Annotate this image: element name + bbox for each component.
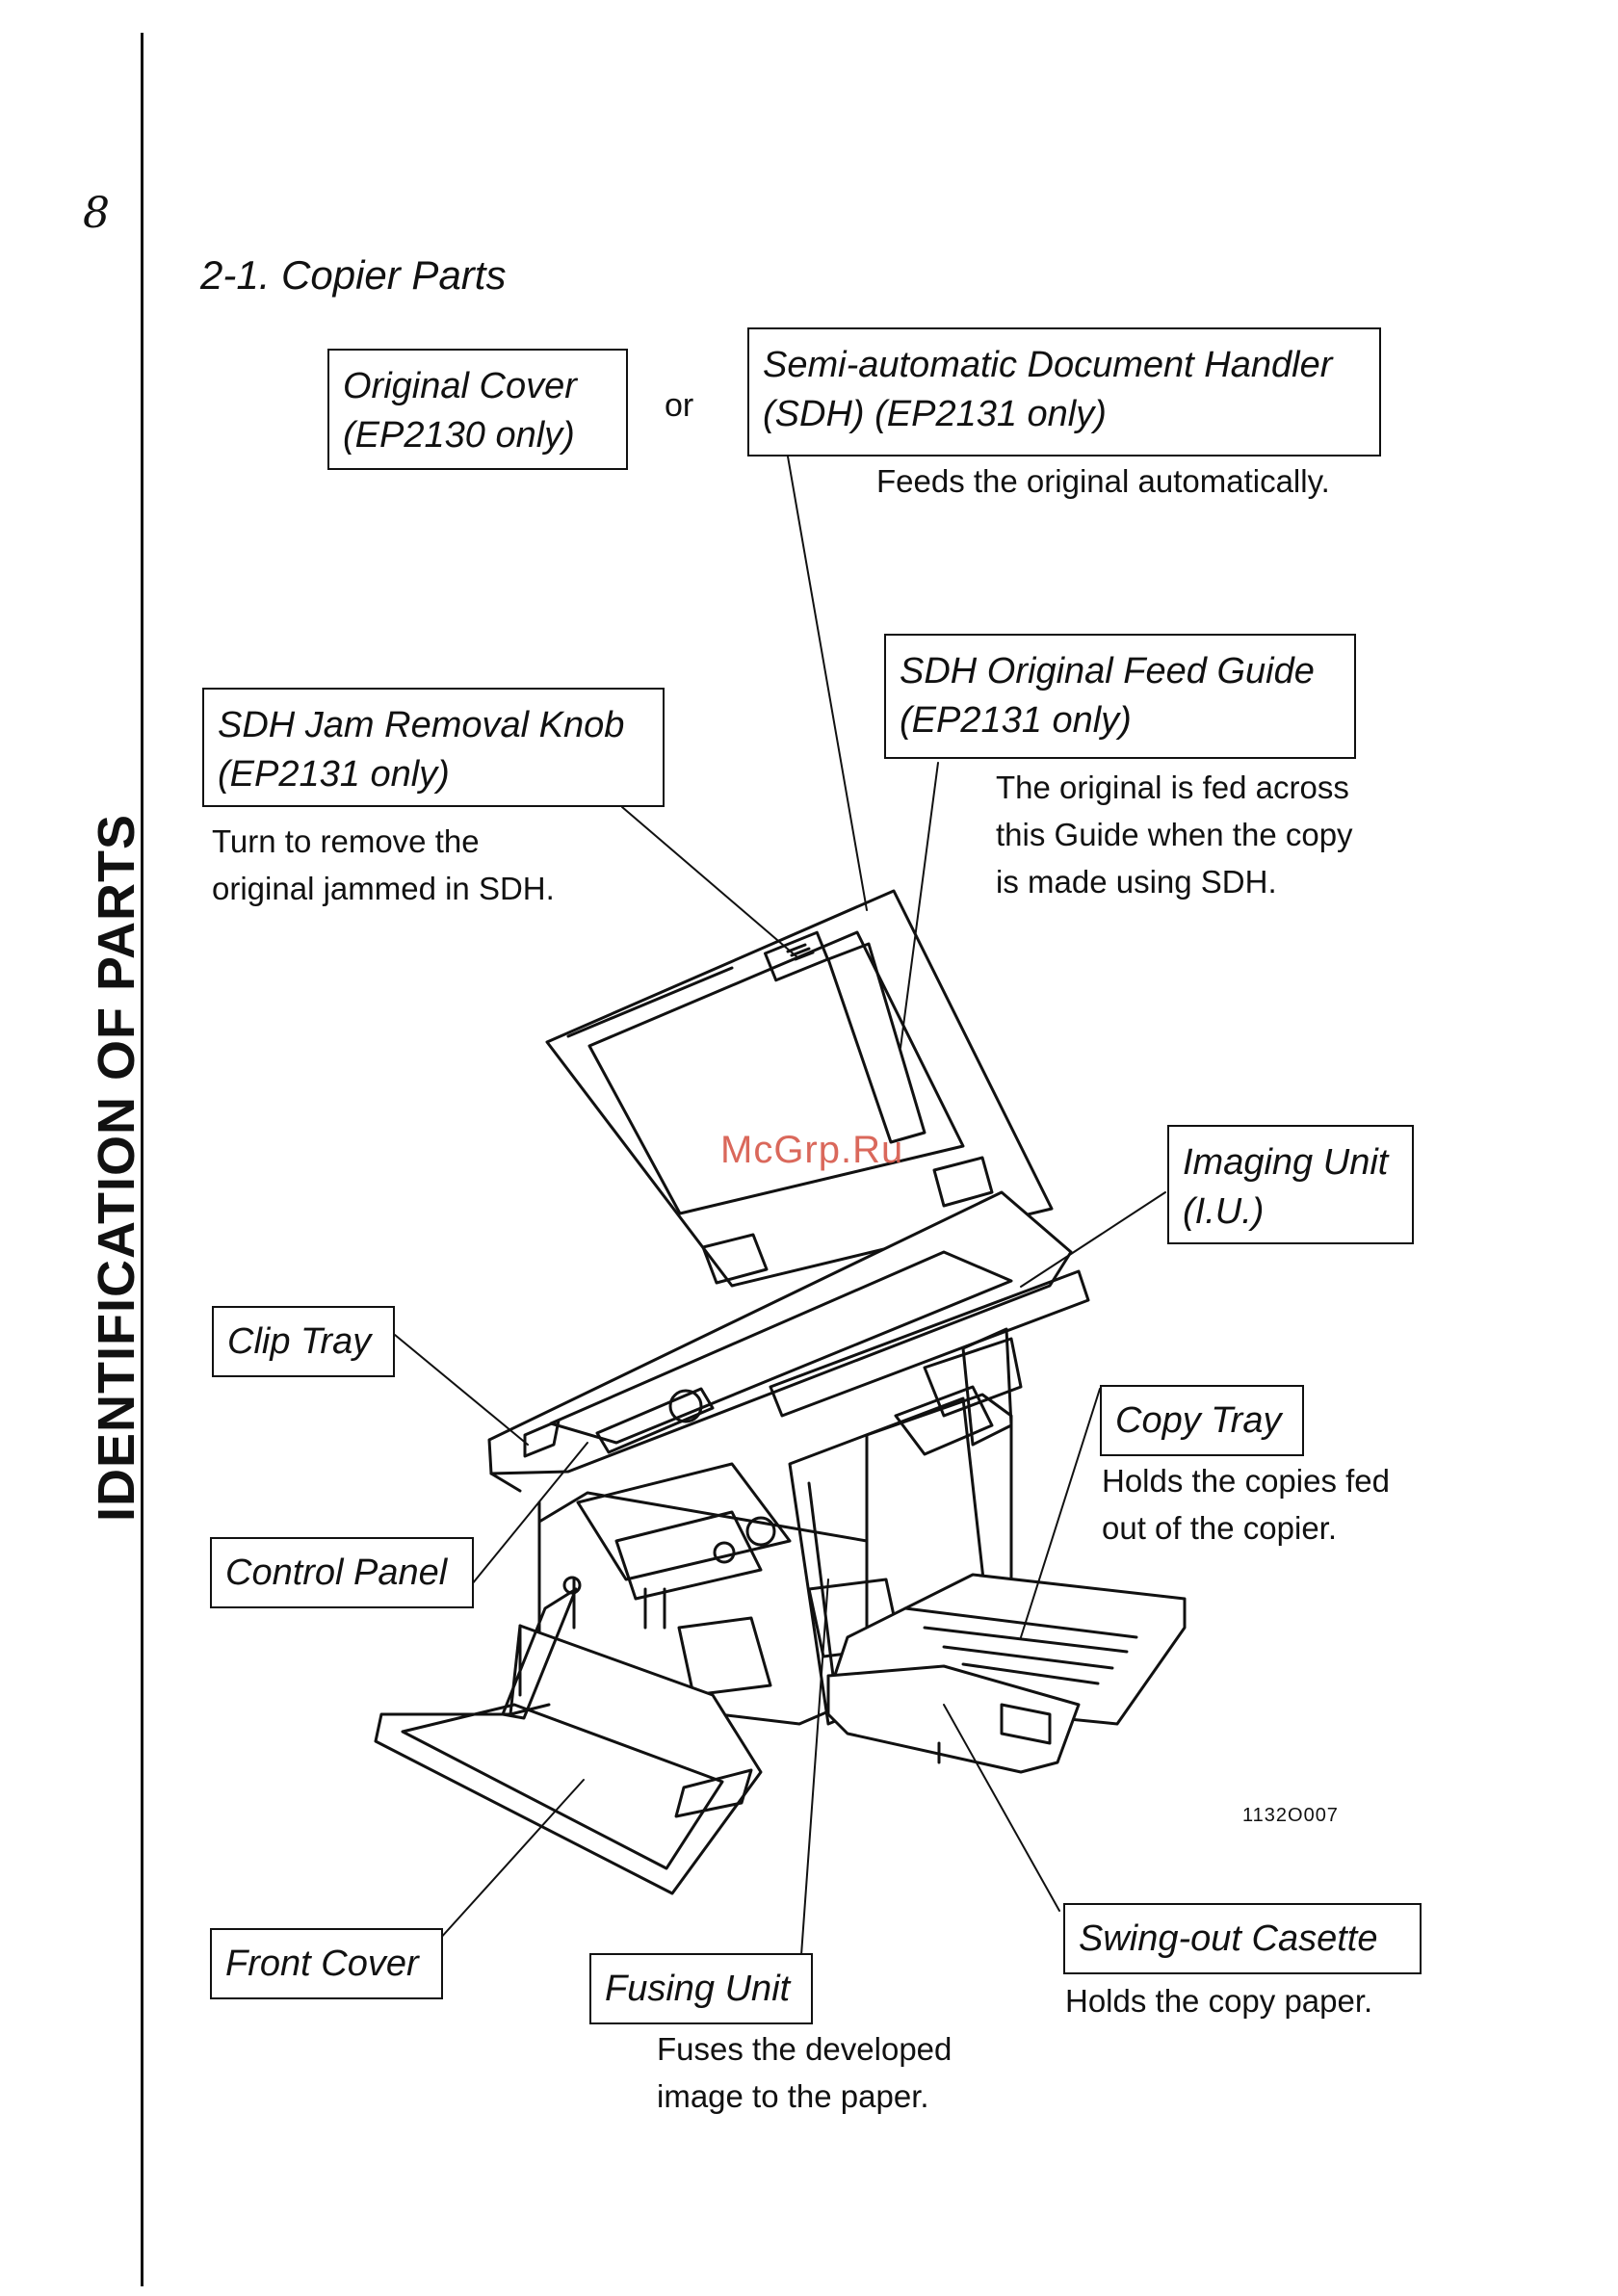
jam-knob-title-line2: (EP2131 only) bbox=[218, 754, 450, 796]
fusing-unit-title: Fusing Unit bbox=[605, 1969, 791, 2009]
front-cover-drawing bbox=[374, 1576, 763, 1895]
label-swing-out-cassette: Swing-out Casette bbox=[1063, 1903, 1422, 1974]
jam-knob-desc-line2: original jammed in SDH. bbox=[212, 870, 555, 906]
original-cover-title-line1: Original Cover bbox=[343, 366, 577, 406]
section-title: 2-1. Copier Parts bbox=[200, 252, 507, 298]
left-margin-rule bbox=[141, 33, 144, 2286]
label-fusing-unit: Fusing Unit bbox=[589, 1953, 813, 2024]
label-front-cover: Front Cover bbox=[210, 1928, 443, 1999]
fusing-unit-description: Fuses the developed image to the paper. bbox=[657, 2026, 952, 2121]
copy-tray-desc-line1: Holds the copies fed bbox=[1102, 1463, 1391, 1499]
swing-out-description: Holds the copy paper. bbox=[1065, 1978, 1372, 2025]
page-number: 8 bbox=[83, 189, 110, 238]
sdh-lid-drawing bbox=[545, 889, 1054, 1288]
control-panel-title: Control Panel bbox=[225, 1552, 448, 1593]
swing-out-cassette-drawing bbox=[826, 1664, 1081, 1774]
or-text: or bbox=[665, 387, 694, 424]
leader-lines bbox=[394, 456, 1166, 1956]
sdh-title-line2: (SDH) (EP2131 only) bbox=[763, 394, 1107, 435]
swing-out-desc-line1: Holds the copy paper. bbox=[1065, 1983, 1373, 2019]
feed-guide-description: The original is fed across this Guide wh… bbox=[996, 765, 1353, 905]
sdh-desc-line1: Feeds the original automatically. bbox=[876, 463, 1330, 499]
swing-out-title: Swing-out Casette bbox=[1079, 1918, 1378, 1959]
jam-knob-description: Turn to remove the original jammed in SD… bbox=[212, 819, 555, 913]
front-cover-title: Front Cover bbox=[225, 1944, 419, 1984]
sdh-description: Feeds the original automatically. bbox=[876, 458, 1330, 506]
watermark: McGrp.Ru bbox=[720, 1129, 904, 1171]
sdh-title-line1: Semi-automatic Document Handler bbox=[763, 345, 1333, 385]
copy-tray-description: Holds the copies fed out of the copier. bbox=[1102, 1458, 1390, 1552]
label-sdh: Semi-automatic Document Handler (SDH) (E… bbox=[747, 327, 1381, 457]
feed-guide-title-line2: (EP2131 only) bbox=[900, 700, 1132, 742]
imaging-unit-title-line1: Imaging Unit bbox=[1183, 1142, 1389, 1183]
jam-knob-desc-line1: Turn to remove the bbox=[212, 823, 480, 859]
feed-guide-title-line1: SDH Original Feed Guide bbox=[900, 651, 1315, 691]
original-cover-title-line2: (EP2130 only) bbox=[343, 415, 575, 457]
fusing-unit-desc-line2: image to the paper. bbox=[657, 2077, 929, 2114]
figure-id: 1132O007 bbox=[1242, 1805, 1339, 1826]
label-sdh-feed-guide: SDH Original Feed Guide (EP2131 only) bbox=[884, 634, 1356, 759]
label-copy-tray: Copy Tray bbox=[1100, 1385, 1304, 1456]
feed-guide-desc-line1: The original is fed across bbox=[996, 770, 1349, 805]
fusing-unit-desc-line1: Fuses the developed bbox=[657, 2031, 953, 2067]
clip-tray-title: Clip Tray bbox=[227, 1321, 372, 1362]
copy-tray-title: Copy Tray bbox=[1115, 1400, 1282, 1441]
label-imaging-unit: Imaging Unit (I.U.) bbox=[1167, 1125, 1414, 1244]
jam-knob-title-line1: SDH Jam Removal Knob bbox=[218, 705, 625, 745]
label-control-panel: Control Panel bbox=[210, 1537, 474, 1608]
label-sdh-jam-removal-knob: SDH Jam Removal Knob (EP2131 only) bbox=[202, 688, 665, 807]
imaging-unit-title-line2: (I.U.) bbox=[1183, 1191, 1265, 1233]
feed-guide-desc-line2: this Guide when the copy bbox=[996, 816, 1353, 852]
feed-guide-desc-line3: is made using SDH. bbox=[996, 863, 1277, 900]
copy-tray-desc-line2: out of the copier. bbox=[1102, 1509, 1338, 1546]
label-original-cover: Original Cover (EP2130 only) bbox=[327, 349, 628, 470]
label-clip-tray: Clip Tray bbox=[212, 1306, 395, 1377]
